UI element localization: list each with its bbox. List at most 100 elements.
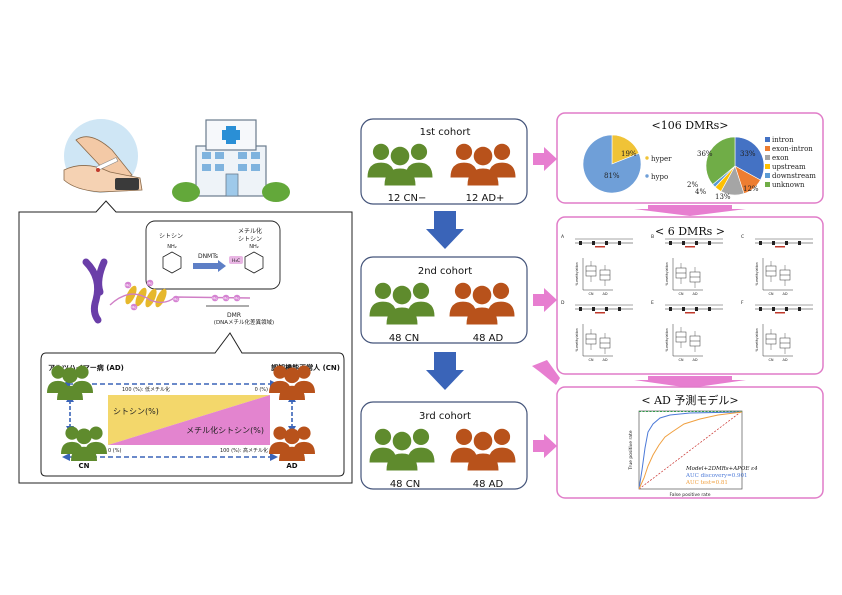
exon-mark xyxy=(618,241,621,245)
bottom-right-pct: 100 (%): 高メチル化 xyxy=(220,447,268,454)
cohort-1-left-label: 12 CN− xyxy=(388,193,427,204)
boxplot-x-label: AD xyxy=(782,358,787,362)
roc-legend-test: AUC test=0.81 xyxy=(685,480,728,486)
panel-letter: E xyxy=(651,300,654,306)
pie1-hypo-label: hypo xyxy=(651,173,668,181)
boxplot-x-label: CN xyxy=(678,358,683,362)
exon-mark xyxy=(605,307,608,311)
pie2-exon-intron-pct: 12% xyxy=(743,185,759,193)
boxplot-x-label: CN xyxy=(768,292,773,296)
down-arrow-2 xyxy=(426,352,464,390)
exon-mark xyxy=(669,241,672,245)
pink-arrow-diagonal xyxy=(532,360,560,385)
legend-downstream: downstream xyxy=(772,172,816,180)
dmr-panel: <106 DMRs> 19% 81% hyper hypo 33% 12% 13… xyxy=(556,112,824,204)
methylated-label-2: シトシン xyxy=(238,236,262,243)
methylcytosine-triangle xyxy=(108,395,270,445)
boxplot-x-label: CN xyxy=(588,292,593,296)
dmr-mark xyxy=(685,246,695,248)
exon-mark xyxy=(798,307,801,311)
exon-mark xyxy=(708,307,711,311)
exon-mark xyxy=(682,307,685,311)
legend-unknown: unknown xyxy=(772,181,805,189)
top-left-pct: 100 (%): 低メチル化 xyxy=(122,386,170,393)
ch3-badge xyxy=(229,256,243,264)
methylcytosine-ring xyxy=(244,251,264,274)
ch3-label: H₃C xyxy=(232,258,240,264)
exon-mark xyxy=(695,241,698,245)
legend-intron: intron xyxy=(772,136,794,144)
panel-letter: F xyxy=(741,300,744,306)
cohort-3-left-label: 48 CN xyxy=(390,479,420,490)
panel-letter: A xyxy=(561,234,565,240)
model-panel: < AD 予測モデル> True positive rate False pos… xyxy=(556,386,824,499)
cytosine-label: シトシン xyxy=(159,233,183,240)
boxplot-x-label: CN xyxy=(678,292,683,296)
chromosome-icon xyxy=(82,258,102,324)
exon-mark xyxy=(772,307,775,311)
dmr-mark xyxy=(775,246,785,248)
pie2-intron-pct: 33% xyxy=(740,150,756,158)
exon-mark xyxy=(759,307,762,311)
exon-mark xyxy=(618,307,621,311)
cn-label: CN xyxy=(79,462,90,470)
top-right-pct: 0 (%) xyxy=(255,387,268,393)
cohort-3-title: 3rd cohort xyxy=(419,411,471,422)
cohort-1-title: 1st cohort xyxy=(420,127,471,138)
model-panel-title: < AD 予測モデル> xyxy=(641,393,738,407)
me-tags: Me Me Me Me Me Me Me xyxy=(124,279,241,311)
pink-arrow-3 xyxy=(533,434,557,458)
exon-mark xyxy=(785,307,788,311)
pie2-upstream-pct: 4% xyxy=(695,188,706,196)
chemistry-box xyxy=(145,220,281,290)
pie2-unknown-pct: 36% xyxy=(697,150,713,158)
ad-label: AD xyxy=(286,462,297,470)
exon-mark xyxy=(592,307,595,311)
pink-arrow-down-1 xyxy=(634,205,746,216)
hospital-icon xyxy=(172,119,290,202)
cytosine-pct-label: シトシン(%) xyxy=(113,407,159,416)
exon-mark xyxy=(798,241,801,245)
legend-upstream: upstream xyxy=(772,163,806,171)
blood-draw-icon xyxy=(63,119,143,193)
boxplot-y-label: % methylation xyxy=(665,328,669,351)
pie-slice-intron xyxy=(734,136,765,181)
boxplot-x-label: AD xyxy=(692,358,697,362)
pink-arrow-1 xyxy=(533,147,557,171)
enzyme-label: DNMTs xyxy=(198,253,218,260)
exon-mark xyxy=(708,241,711,245)
cohort-3-box: 3rd cohort 48 CN 48 AD xyxy=(360,401,528,490)
svg-text:Me: Me xyxy=(125,284,130,288)
cohort-1-box: 1st cohort 12 CN− 12 AD+ xyxy=(360,118,528,205)
svg-text:Me: Me xyxy=(234,297,239,301)
boxplot-x-label: AD xyxy=(602,292,607,296)
exon-mark xyxy=(669,307,672,311)
nh2-right: NH₂ xyxy=(249,244,259,250)
roc-diagonal xyxy=(638,410,743,490)
roc-curve-test xyxy=(638,411,743,490)
pie2-downstream-pct: 2% xyxy=(687,181,698,189)
nucleosomes xyxy=(109,285,251,308)
pie1-hyper-label: hyper xyxy=(651,155,672,163)
exon-mark xyxy=(759,241,762,245)
svg-text:Me: Me xyxy=(131,306,136,310)
boxplot-x-label: CN xyxy=(588,358,593,362)
boxplot-y-label: % methylation xyxy=(575,262,579,285)
svg-text:Me: Me xyxy=(223,297,228,301)
boxplot-y-label: % methylation xyxy=(575,328,579,351)
boxplot-x-label: AD xyxy=(782,292,787,296)
exon-mark xyxy=(785,241,788,245)
pie1-hypo-pct: 81% xyxy=(604,172,620,180)
left-illustration: シトシン メチル化 シトシン NH₂ NH₂ H₃C DNMTs Me Me M… xyxy=(18,119,353,484)
dmr-mark xyxy=(595,246,605,248)
exon-mark xyxy=(579,307,582,311)
exon-mark xyxy=(592,241,595,245)
methylcytosine-pct-label: メチル化シトシン(%) xyxy=(186,425,264,435)
cohort-2-left-label: 48 CN xyxy=(389,333,419,344)
